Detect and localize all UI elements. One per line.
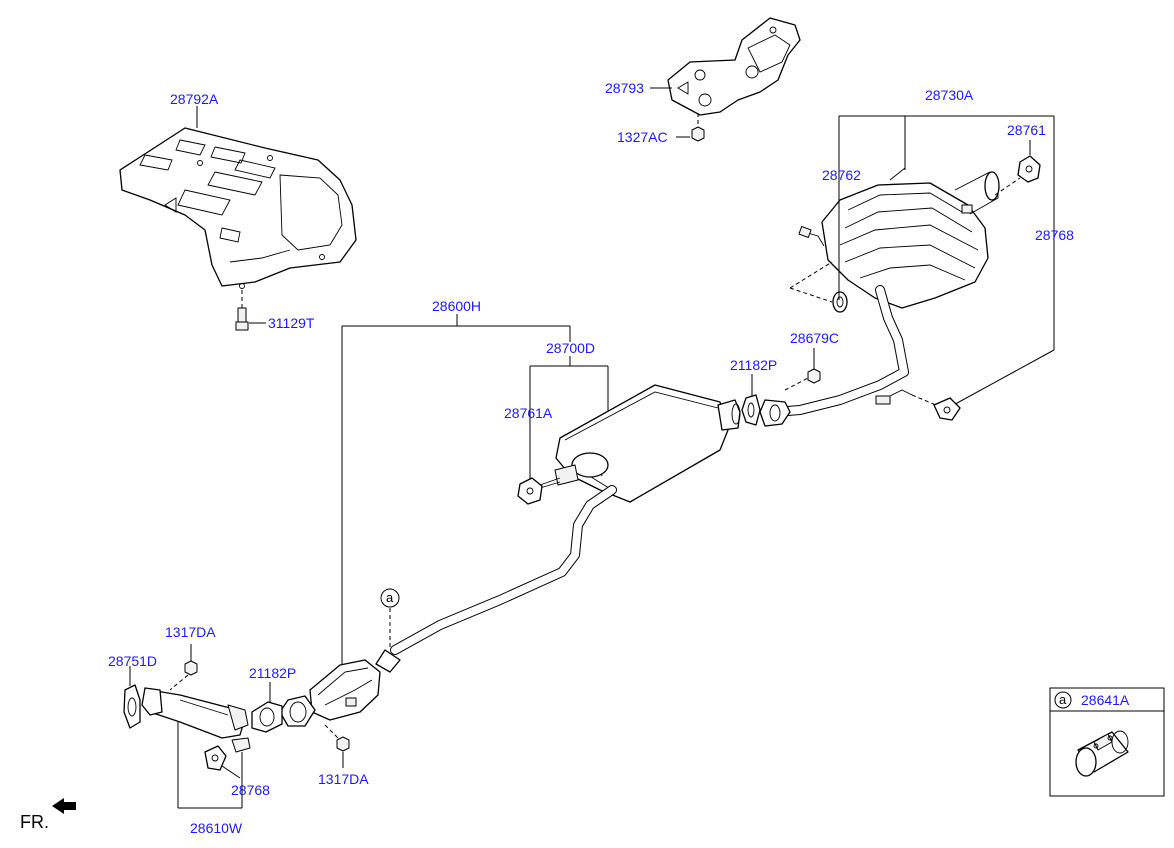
- nut-1317DA-bottom[interactable]: [324, 724, 350, 752]
- label-28768-top[interactable]: 28768: [1035, 227, 1074, 243]
- dash-28768-top: [911, 394, 937, 406]
- gasket-28751D[interactable]: [123, 684, 141, 729]
- rubber-hanger-top[interactable]: [933, 397, 961, 421]
- heat-shield-front[interactable]: [119, 127, 357, 289]
- bolt-31129T[interactable]: [235, 290, 249, 331]
- intermediate-pipe[interactable]: [390, 485, 617, 655]
- ref-mark-a: a: [386, 590, 394, 605]
- inset-ref-mark: a: [1059, 692, 1067, 707]
- label-28730A[interactable]: 28730A: [925, 87, 974, 103]
- clamp-28641A[interactable]: [1075, 730, 1129, 777]
- label-31129T[interactable]: 31129T: [268, 315, 315, 331]
- label-28792A[interactable]: 28792A: [170, 91, 219, 107]
- label-28768-bottom[interactable]: 28768: [231, 782, 270, 798]
- tail-pipe[interactable]: [759, 285, 913, 427]
- hanger-28761[interactable]: [1017, 155, 1041, 183]
- dash-28762-a: [789, 261, 833, 289]
- front-pipe[interactable]: [141, 687, 251, 753]
- heat-shield-center[interactable]: [667, 17, 801, 116]
- label-28761A[interactable]: 28761A: [504, 405, 553, 421]
- label-28700D[interactable]: 28700D: [546, 340, 595, 356]
- label-28793[interactable]: 28793: [605, 80, 644, 96]
- label-28679C[interactable]: 28679C: [790, 330, 839, 346]
- inset-ref-circle: [1054, 691, 1072, 709]
- label-28762[interactable]: 28762: [822, 167, 861, 183]
- hanger-28761A[interactable]: [517, 477, 543, 505]
- gasket-21182P-bottom[interactable]: [251, 701, 283, 733]
- dash-28761: [994, 177, 1021, 196]
- ref-circle-a: [380, 588, 400, 608]
- label-28761[interactable]: 28761: [1007, 122, 1046, 138]
- label-21182P-bottom[interactable]: 21182P: [249, 665, 296, 681]
- label-28641A[interactable]: 28641A: [1081, 692, 1130, 708]
- label-28600H[interactable]: 28600H: [432, 298, 481, 314]
- label-28751D[interactable]: 28751D: [108, 653, 157, 669]
- nut-1317DA-top[interactable]: [184, 660, 198, 676]
- nut-28679C[interactable]: [784, 368, 821, 391]
- nut-1327AC[interactable]: [691, 113, 705, 142]
- dash-1317DA-top: [169, 674, 189, 691]
- rubber-hanger-bottom[interactable]: [204, 745, 227, 771]
- label-1327AC[interactable]: 1327AC: [617, 129, 668, 145]
- label-1317DA-top[interactable]: 1317DA: [165, 624, 216, 640]
- gasket-21182P-top[interactable]: [741, 394, 761, 426]
- catalytic-converter[interactable]: [279, 649, 401, 727]
- label-28610W[interactable]: 28610W: [190, 820, 243, 836]
- front-arrow-icon: [52, 798, 76, 814]
- dash-28762-b: [789, 287, 833, 303]
- front-indicator: FR.: [20, 812, 49, 832]
- rear-muffler[interactable]: [798, 167, 1000, 313]
- leader-28768-bottom: [221, 765, 241, 779]
- center-muffler[interactable]: [539, 384, 741, 503]
- label-21182P-top[interactable]: 21182P: [730, 357, 777, 373]
- label-1317DA-bottom[interactable]: 1317DA: [318, 771, 369, 787]
- leader-28768-top: [947, 349, 1055, 409]
